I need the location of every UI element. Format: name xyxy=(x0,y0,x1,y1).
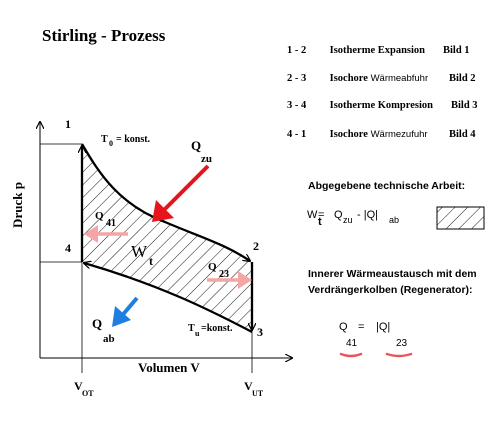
process-type: Isotherme xyxy=(329,100,376,111)
svg-text:Q: Q xyxy=(334,209,343,221)
svg-text:t: t xyxy=(318,216,322,228)
regen-formula: Q 41 = |Q| 23 xyxy=(339,321,408,349)
svg-text:23: 23 xyxy=(396,338,408,349)
work-heading: Abgegebene technische Arbeit: xyxy=(308,180,466,192)
t0-label: T 0 = konst. xyxy=(101,134,151,148)
svg-text:zu: zu xyxy=(201,153,212,165)
svg-text:Q: Q xyxy=(92,316,102,331)
process-number: 1 - 2 xyxy=(287,45,307,56)
isotherm-compression-3-4 xyxy=(84,263,253,334)
regen-line-2: Verdrängerkolben (Regenerator): xyxy=(308,284,473,296)
process-number: 2 - 3 xyxy=(287,73,307,84)
svg-text:UT: UT xyxy=(252,389,264,398)
svg-text:|Q|: |Q| xyxy=(376,321,390,333)
svg-text:23: 23 xyxy=(219,269,229,280)
y-axis-label: Druck p xyxy=(10,182,25,228)
q-23-label: Q 23 xyxy=(208,261,229,280)
underline-41 xyxy=(339,352,363,358)
svg-text:Q: Q xyxy=(95,210,104,222)
process-row-4-1: 4 - 1 Isochore Wärmezufuhr xyxy=(287,129,428,140)
process-type: Isochore xyxy=(329,129,368,140)
point-3-label: 3 xyxy=(257,325,263,339)
svg-text:0: 0 xyxy=(109,139,113,148)
regen-line-1: Innerer Wärmeaustausch mit dem xyxy=(308,268,477,280)
process-type: Isochore xyxy=(329,73,368,84)
q-41-label: Q 41 xyxy=(95,210,116,229)
process-name: Kompresion xyxy=(377,100,433,111)
q-zu-arrow xyxy=(152,164,210,222)
page-title: Stirling - Prozess xyxy=(42,26,166,45)
svg-text:W: W xyxy=(307,209,318,221)
svg-text:=: = xyxy=(318,209,324,221)
process-name: Expansion xyxy=(377,45,426,56)
svg-text:ab: ab xyxy=(389,215,399,225)
svg-text:41: 41 xyxy=(346,338,358,349)
bild-ref-4: Bild 4 xyxy=(449,129,476,140)
q-23-arrow xyxy=(207,271,252,289)
process-row-2-3: 2 - 3 Isochore Wärmeabfuhr xyxy=(287,73,428,84)
process-name: Wärmeabfuhr xyxy=(370,73,429,84)
svg-text:Q: Q xyxy=(208,261,217,273)
svg-text:- |Q|: - |Q| xyxy=(357,209,378,221)
process-name: Wärmezufuhr xyxy=(370,129,428,140)
bild-ref-2: Bild 2 xyxy=(449,73,476,84)
process-number: 4 - 1 xyxy=(287,129,307,140)
q-zu-label: Q zu xyxy=(191,138,212,165)
work-formula: W t = Q zu - |Q| ab xyxy=(307,209,399,228)
v-ot-label: V OT xyxy=(74,379,94,398)
work-label: W t xyxy=(131,242,153,268)
process-type: Isotherme xyxy=(329,45,376,56)
svg-text:ab: ab xyxy=(103,333,115,345)
q-ab-label: Q ab xyxy=(92,316,115,345)
v-ut-label: V UT xyxy=(244,379,264,398)
bild-ref-3: Bild 3 xyxy=(451,100,478,111)
underline-23 xyxy=(385,352,413,358)
svg-text:=: = xyxy=(358,321,364,333)
svg-text:T: T xyxy=(101,134,108,145)
q-ab-arrow xyxy=(112,296,139,327)
svg-text:V: V xyxy=(74,379,83,393)
point-2-label: 2 xyxy=(253,239,259,253)
isotherm-expansion-1-2 xyxy=(81,143,250,261)
svg-text:zu: zu xyxy=(343,215,353,225)
q-41-arrow xyxy=(84,225,128,243)
x-axis-label: Volumen V xyxy=(138,360,200,375)
hatch-legend-box xyxy=(436,206,485,230)
svg-text:t: t xyxy=(149,254,153,268)
svg-text:V: V xyxy=(244,379,253,393)
work-area xyxy=(82,144,252,332)
svg-text:41: 41 xyxy=(106,218,116,229)
process-row-1-2: 1 - 2 Isotherme Expansion xyxy=(287,45,425,56)
svg-text:OT: OT xyxy=(82,389,94,398)
bild-ref-1: Bild 1 xyxy=(443,45,470,56)
svg-text:u: u xyxy=(195,329,200,338)
svg-text:W: W xyxy=(131,242,148,261)
svg-text:Q: Q xyxy=(339,321,348,333)
tu-label: T u =konst. xyxy=(188,323,233,338)
svg-text:Q: Q xyxy=(191,138,201,153)
process-number: 3 - 4 xyxy=(287,100,307,111)
svg-text:=konst.: =konst. xyxy=(201,323,233,334)
svg-text:= konst.: = konst. xyxy=(116,134,151,145)
svg-text:T: T xyxy=(188,323,195,334)
point-1-label: 1 xyxy=(65,117,71,131)
point-4-label: 4 xyxy=(65,241,71,255)
process-row-3-4: 3 - 4 Isotherme Kompresion xyxy=(287,100,433,111)
